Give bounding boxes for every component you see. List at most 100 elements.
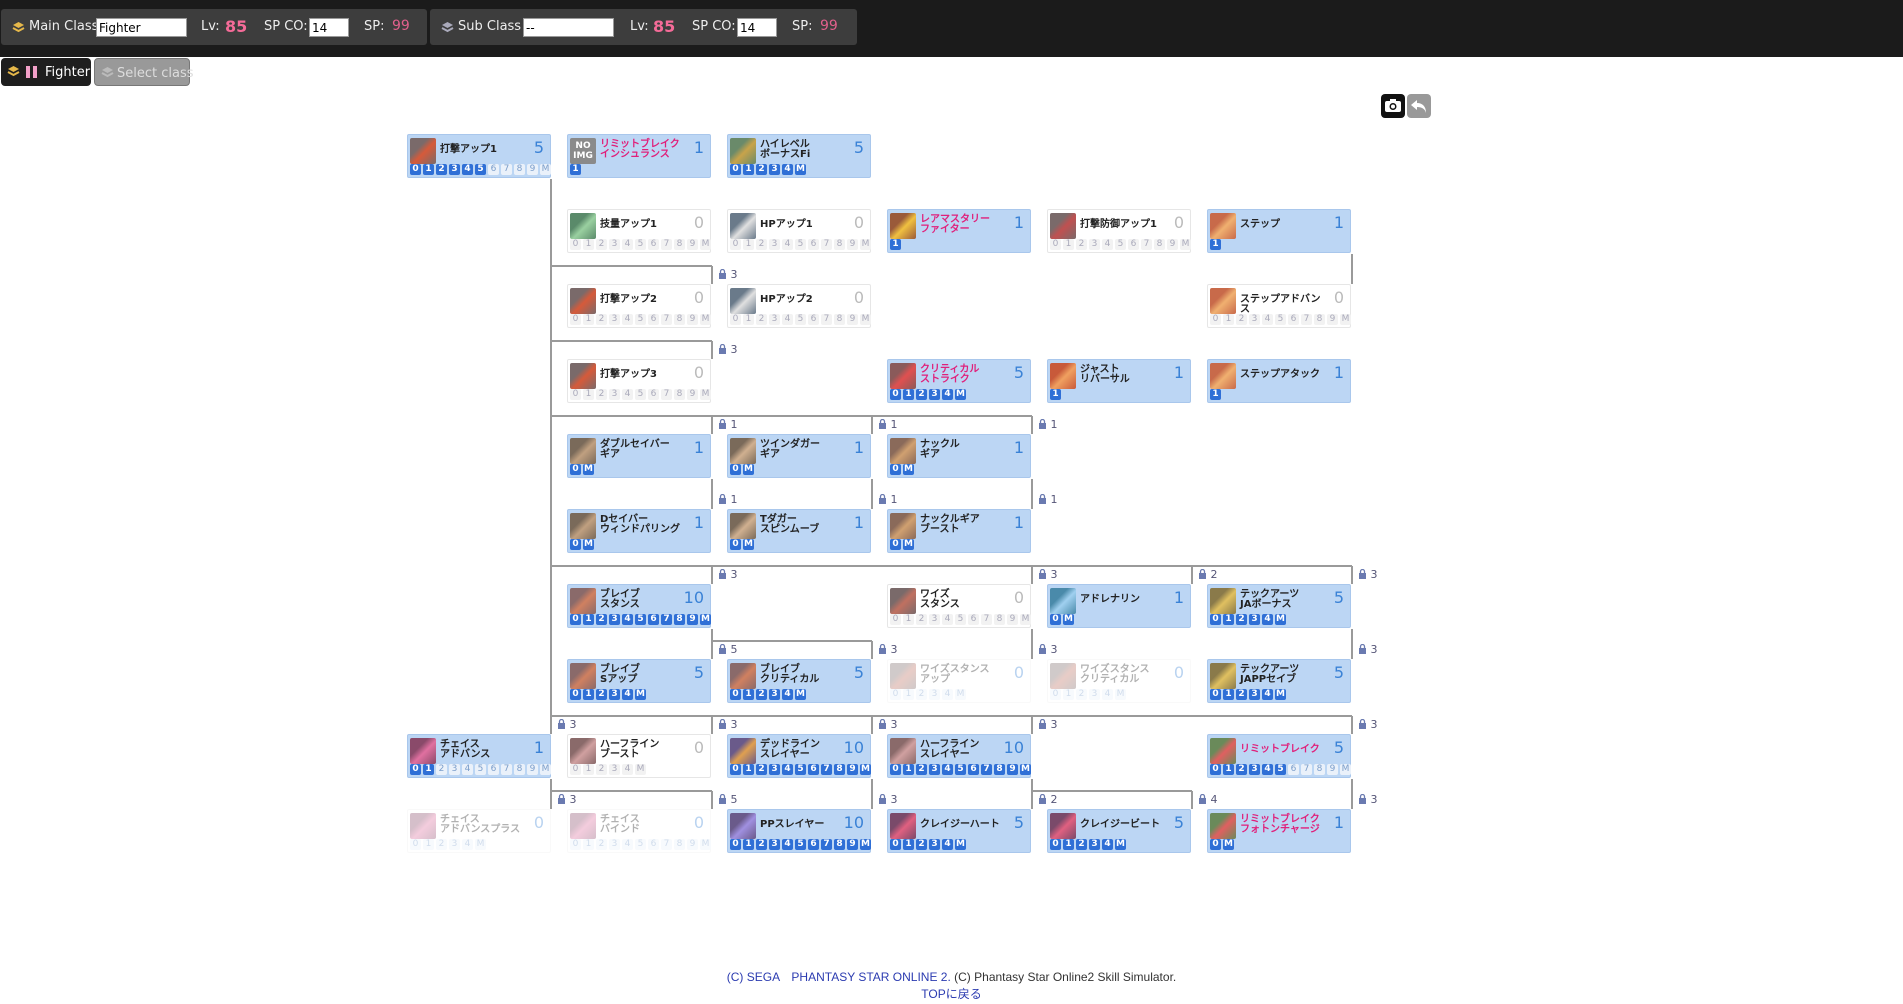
level-pip[interactable]: 3: [1249, 764, 1260, 775]
level-pip[interactable]: 7: [661, 389, 672, 400]
level-pip[interactable]: 0: [730, 239, 741, 250]
level-pip[interactable]: M: [583, 464, 594, 475]
level-pip[interactable]: 8: [994, 614, 1005, 625]
level-pip[interactable]: 4: [1102, 239, 1113, 250]
level-pip[interactable]: M: [860, 764, 871, 775]
level-pip[interactable]: M: [700, 314, 711, 325]
level-pip[interactable]: 8: [834, 839, 845, 850]
level-pip[interactable]: 5: [1275, 314, 1286, 325]
level-pip[interactable]: 5: [795, 314, 806, 325]
level-pip[interactable]: 0: [890, 464, 901, 475]
level-pip[interactable]: 0: [570, 239, 581, 250]
level-pip[interactable]: M: [860, 839, 871, 850]
level-pip[interactable]: 2: [596, 239, 607, 250]
level-pip[interactable]: 1: [423, 164, 434, 175]
level-pip[interactable]: 7: [501, 764, 512, 775]
level-pip[interactable]: 4: [942, 614, 953, 625]
level-pip[interactable]: 1: [1050, 389, 1061, 400]
level-pip[interactable]: 6: [808, 239, 819, 250]
level-pip[interactable]: 1: [903, 389, 914, 400]
level-pip[interactable]: M: [1115, 839, 1126, 850]
level-pip[interactable]: 1: [743, 839, 754, 850]
level-pip[interactable]: 7: [821, 764, 832, 775]
level-pip[interactable]: M: [1063, 614, 1074, 625]
level-pip[interactable]: 3: [609, 614, 620, 625]
level-pip[interactable]: 1: [583, 614, 594, 625]
level-pip[interactable]: 7: [981, 614, 992, 625]
level-pip[interactable]: 7: [1141, 239, 1152, 250]
level-pip[interactable]: 6: [648, 389, 659, 400]
back-to-top-link[interactable]: TOPに戻る: [921, 987, 982, 1001]
level-pip[interactable]: 2: [756, 239, 767, 250]
level-pip[interactable]: 0: [570, 539, 581, 550]
screenshot-button[interactable]: [1381, 94, 1405, 118]
main-class-input[interactable]: [96, 18, 187, 37]
level-pip[interactable]: 1: [583, 389, 594, 400]
level-pip[interactable]: 1: [570, 164, 581, 175]
level-pip[interactable]: 5: [955, 614, 966, 625]
level-pip[interactable]: 1: [1063, 239, 1074, 250]
level-pip[interactable]: 1: [903, 839, 914, 850]
level-pip[interactable]: M: [743, 464, 754, 475]
level-pip[interactable]: M: [1020, 614, 1031, 625]
level-pip[interactable]: 6: [968, 614, 979, 625]
level-pip[interactable]: 4: [942, 689, 953, 700]
level-pip[interactable]: 0: [570, 839, 581, 850]
level-pip[interactable]: 4: [942, 764, 953, 775]
level-pip[interactable]: 3: [609, 839, 620, 850]
level-pip[interactable]: 4: [782, 314, 793, 325]
sub-class-input[interactable]: [523, 18, 614, 37]
level-pip[interactable]: 2: [596, 839, 607, 850]
level-pip[interactable]: 8: [674, 614, 685, 625]
level-pip[interactable]: 8: [674, 839, 685, 850]
level-pip[interactable]: 2: [436, 839, 447, 850]
level-pip[interactable]: 5: [635, 389, 646, 400]
level-pip[interactable]: 3: [769, 314, 780, 325]
level-pip[interactable]: 4: [782, 239, 793, 250]
level-pip[interactable]: 7: [821, 839, 832, 850]
level-pip[interactable]: 3: [609, 689, 620, 700]
level-pip[interactable]: M: [795, 689, 806, 700]
level-pip[interactable]: 8: [1314, 764, 1325, 775]
level-pip[interactable]: 0: [730, 689, 741, 700]
level-pip[interactable]: 5: [635, 314, 646, 325]
level-pip[interactable]: 7: [661, 314, 672, 325]
level-pip[interactable]: 6: [808, 839, 819, 850]
level-pip[interactable]: 0: [1210, 314, 1221, 325]
level-pip[interactable]: 2: [436, 164, 447, 175]
level-pip[interactable]: 4: [1262, 689, 1273, 700]
level-pip[interactable]: 4: [622, 239, 633, 250]
level-pip[interactable]: 4: [1262, 314, 1273, 325]
level-pip[interactable]: 0: [570, 689, 581, 700]
level-pip[interactable]: 3: [769, 164, 780, 175]
level-pip[interactable]: 8: [834, 239, 845, 250]
level-pip[interactable]: 4: [782, 839, 793, 850]
level-pip[interactable]: 3: [1249, 314, 1260, 325]
level-pip[interactable]: M: [700, 389, 711, 400]
level-pip[interactable]: 2: [756, 314, 767, 325]
level-pip[interactable]: 9: [847, 314, 858, 325]
level-pip[interactable]: 0: [730, 464, 741, 475]
level-pip[interactable]: M: [1223, 839, 1234, 850]
level-pip[interactable]: 0: [570, 314, 581, 325]
level-pip[interactable]: 2: [756, 689, 767, 700]
level-pip[interactable]: 1: [743, 314, 754, 325]
level-pip[interactable]: M: [795, 164, 806, 175]
level-pip[interactable]: 0: [890, 614, 901, 625]
level-pip[interactable]: 4: [622, 764, 633, 775]
level-pip[interactable]: 5: [1275, 764, 1286, 775]
tab-fighter[interactable]: Fighter: [1, 58, 91, 86]
level-pip[interactable]: M: [1180, 239, 1191, 250]
